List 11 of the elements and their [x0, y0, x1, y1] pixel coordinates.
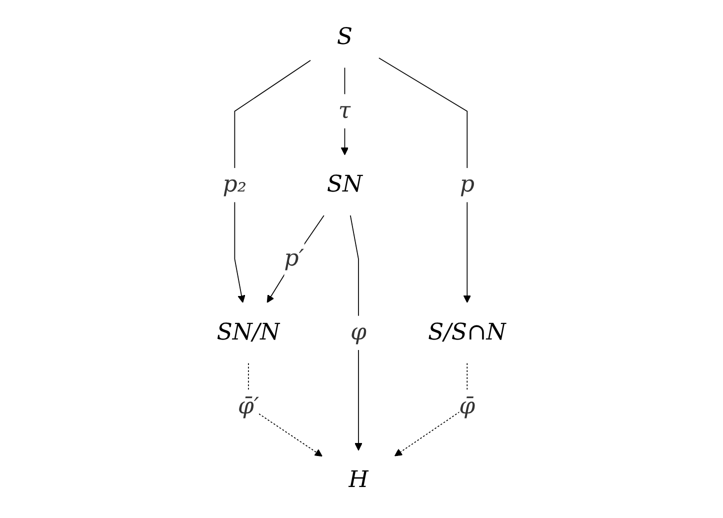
edge-label: τ — [338, 98, 352, 124]
arrow — [234, 60, 311, 303]
edge-label: φ̄ — [459, 393, 476, 420]
node-text: S — [336, 24, 353, 50]
edge-label: φ — [350, 319, 366, 346]
edge-label: φ̄′ — [238, 393, 260, 420]
edge-label: p — [460, 171, 474, 198]
edge-label: p′ — [284, 245, 304, 272]
edge-label: p₂ — [222, 171, 247, 198]
node-text: H — [348, 466, 368, 494]
arrow — [266, 215, 324, 303]
